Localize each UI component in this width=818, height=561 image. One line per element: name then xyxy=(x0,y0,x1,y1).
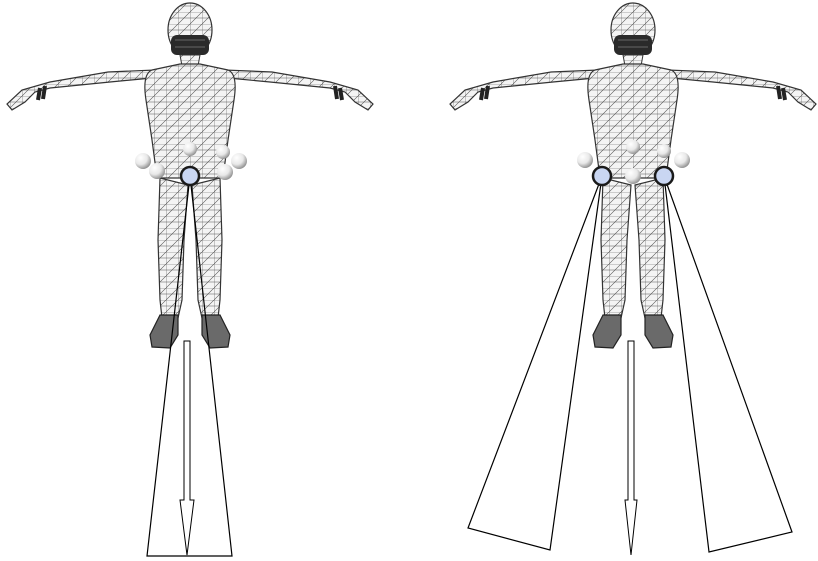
joint-sphere-icon[interactable] xyxy=(216,145,230,159)
left-figure xyxy=(7,3,373,556)
joint-sphere-icon[interactable] xyxy=(625,168,641,184)
right-selected-hip-joint-left-icon[interactable] xyxy=(593,167,611,185)
left-force-arrow-icon xyxy=(180,341,194,555)
joint-sphere-icon[interactable] xyxy=(217,164,233,180)
right-force-arrow-icon xyxy=(625,341,637,555)
joint-sphere-icon[interactable] xyxy=(231,153,247,169)
joint-sphere-icon[interactable] xyxy=(135,153,151,169)
right-figure xyxy=(450,3,816,555)
left-selected-hip-joint-icon[interactable] xyxy=(181,167,199,185)
right-selected-hip-joint-right-icon[interactable] xyxy=(655,167,673,185)
joint-sphere-icon[interactable] xyxy=(657,144,671,158)
joint-sphere-icon[interactable] xyxy=(577,152,593,168)
right-influence-cone-right xyxy=(664,176,792,552)
joint-sphere-icon[interactable] xyxy=(674,152,690,168)
joint-sphere-icon[interactable] xyxy=(626,140,640,154)
joint-sphere-icon[interactable] xyxy=(183,142,197,156)
joint-sphere-icon[interactable] xyxy=(149,163,165,179)
right-influence-cone-left xyxy=(468,176,602,550)
